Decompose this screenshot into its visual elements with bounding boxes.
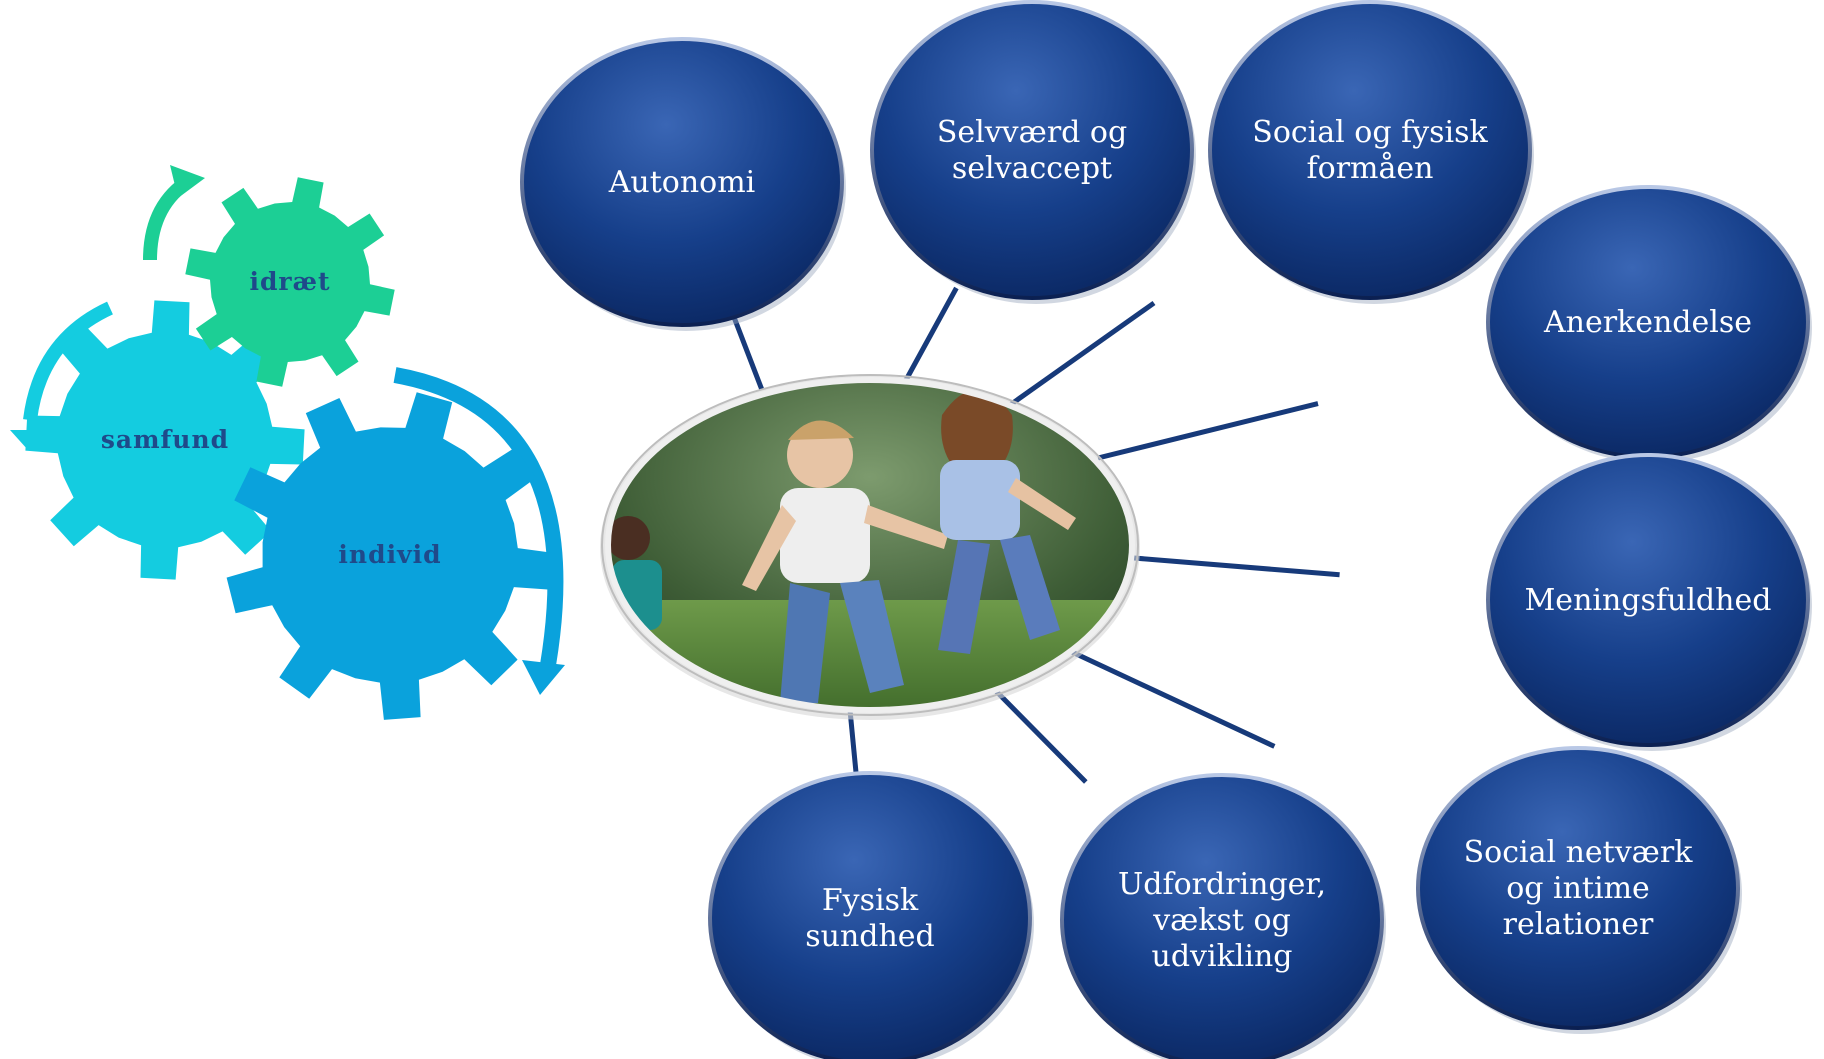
bubble-label-autonomi-line-1: Autonomi (608, 165, 756, 200)
bubble-shape (1208, 0, 1532, 300)
gear-label-samfund: samfund (101, 425, 229, 454)
bubble-label-udfordringer-line-3: udvikling (1152, 939, 1293, 974)
connector-social-netvaerk (1070, 649, 1276, 749)
bubble-label-social-fysisk-line-2: formåen (1307, 151, 1434, 186)
center-photo (600, 374, 1140, 720)
bubble-label-fysisk-sundhed-line-2: sundhed (805, 919, 935, 954)
bubble-label-selvvaerd-line-2: selvaccept (952, 151, 1112, 186)
gears-cluster: idræt samfund individ (10, 165, 565, 720)
bubble-label-social-fysisk-line-1: Social og fysisk (1252, 115, 1488, 150)
bubble-label-social-netvaerk-line-3: relationer (1503, 907, 1654, 942)
bubble-label-meningsfuldhed-line-1: Meningsfuldhed (1525, 583, 1772, 618)
bubble-label-fysisk-sundhed-line-1: Fysisk (822, 883, 919, 918)
arrow-individ-head (522, 660, 565, 695)
arrow-idraet-head (170, 165, 205, 198)
bubble-shape (1060, 773, 1384, 1059)
bubble-label-udfordringer-line-2: vækst og (1152, 903, 1291, 938)
connector-selvvaerd (903, 286, 959, 382)
bubble-anerkendelse: Anerkendelse (1486, 185, 1812, 463)
connector-autonomi (727, 305, 765, 391)
connector-social-fysisk (1008, 300, 1156, 408)
bubble-shape (870, 0, 1194, 300)
bubble-label-social-netvaerk-line-2: og intime (1506, 871, 1650, 906)
connector-lines (727, 286, 1340, 794)
bubble-autonomi: Autonomi (520, 37, 846, 331)
bubble-shape (1416, 746, 1740, 1030)
gear-label-individ: individ (338, 540, 441, 569)
gear-individ (226, 392, 555, 720)
arrow-samfund-curve (23, 301, 113, 421)
children-photo (608, 390, 1076, 703)
bubble-label-selvvaerd-line-1: Selvværd og (937, 115, 1127, 150)
bubble-shape (708, 771, 1032, 1059)
gear-samfund (25, 300, 305, 580)
connector-meningsfuldhed (1133, 555, 1340, 578)
bubble-label-social-netvaerk-line-1: Social netværk (1464, 835, 1694, 870)
gear-label-idraet: idræt (249, 267, 330, 296)
arrow-individ-curve (393, 367, 564, 667)
bubble-shape (1486, 453, 1810, 747)
bubble-label-anerkendelse-line-1: Anerkendelse (1543, 305, 1752, 340)
connector-anerkendelse (1097, 401, 1319, 461)
bubble-meningsfuldhed: Meningsfuldhed (1486, 453, 1812, 751)
bubble-label-udfordringer-line-1: Udfordringer, (1118, 867, 1326, 902)
gear-idraet (185, 177, 395, 387)
connector-udfordringer (993, 688, 1088, 784)
bubble-shape (520, 37, 844, 327)
